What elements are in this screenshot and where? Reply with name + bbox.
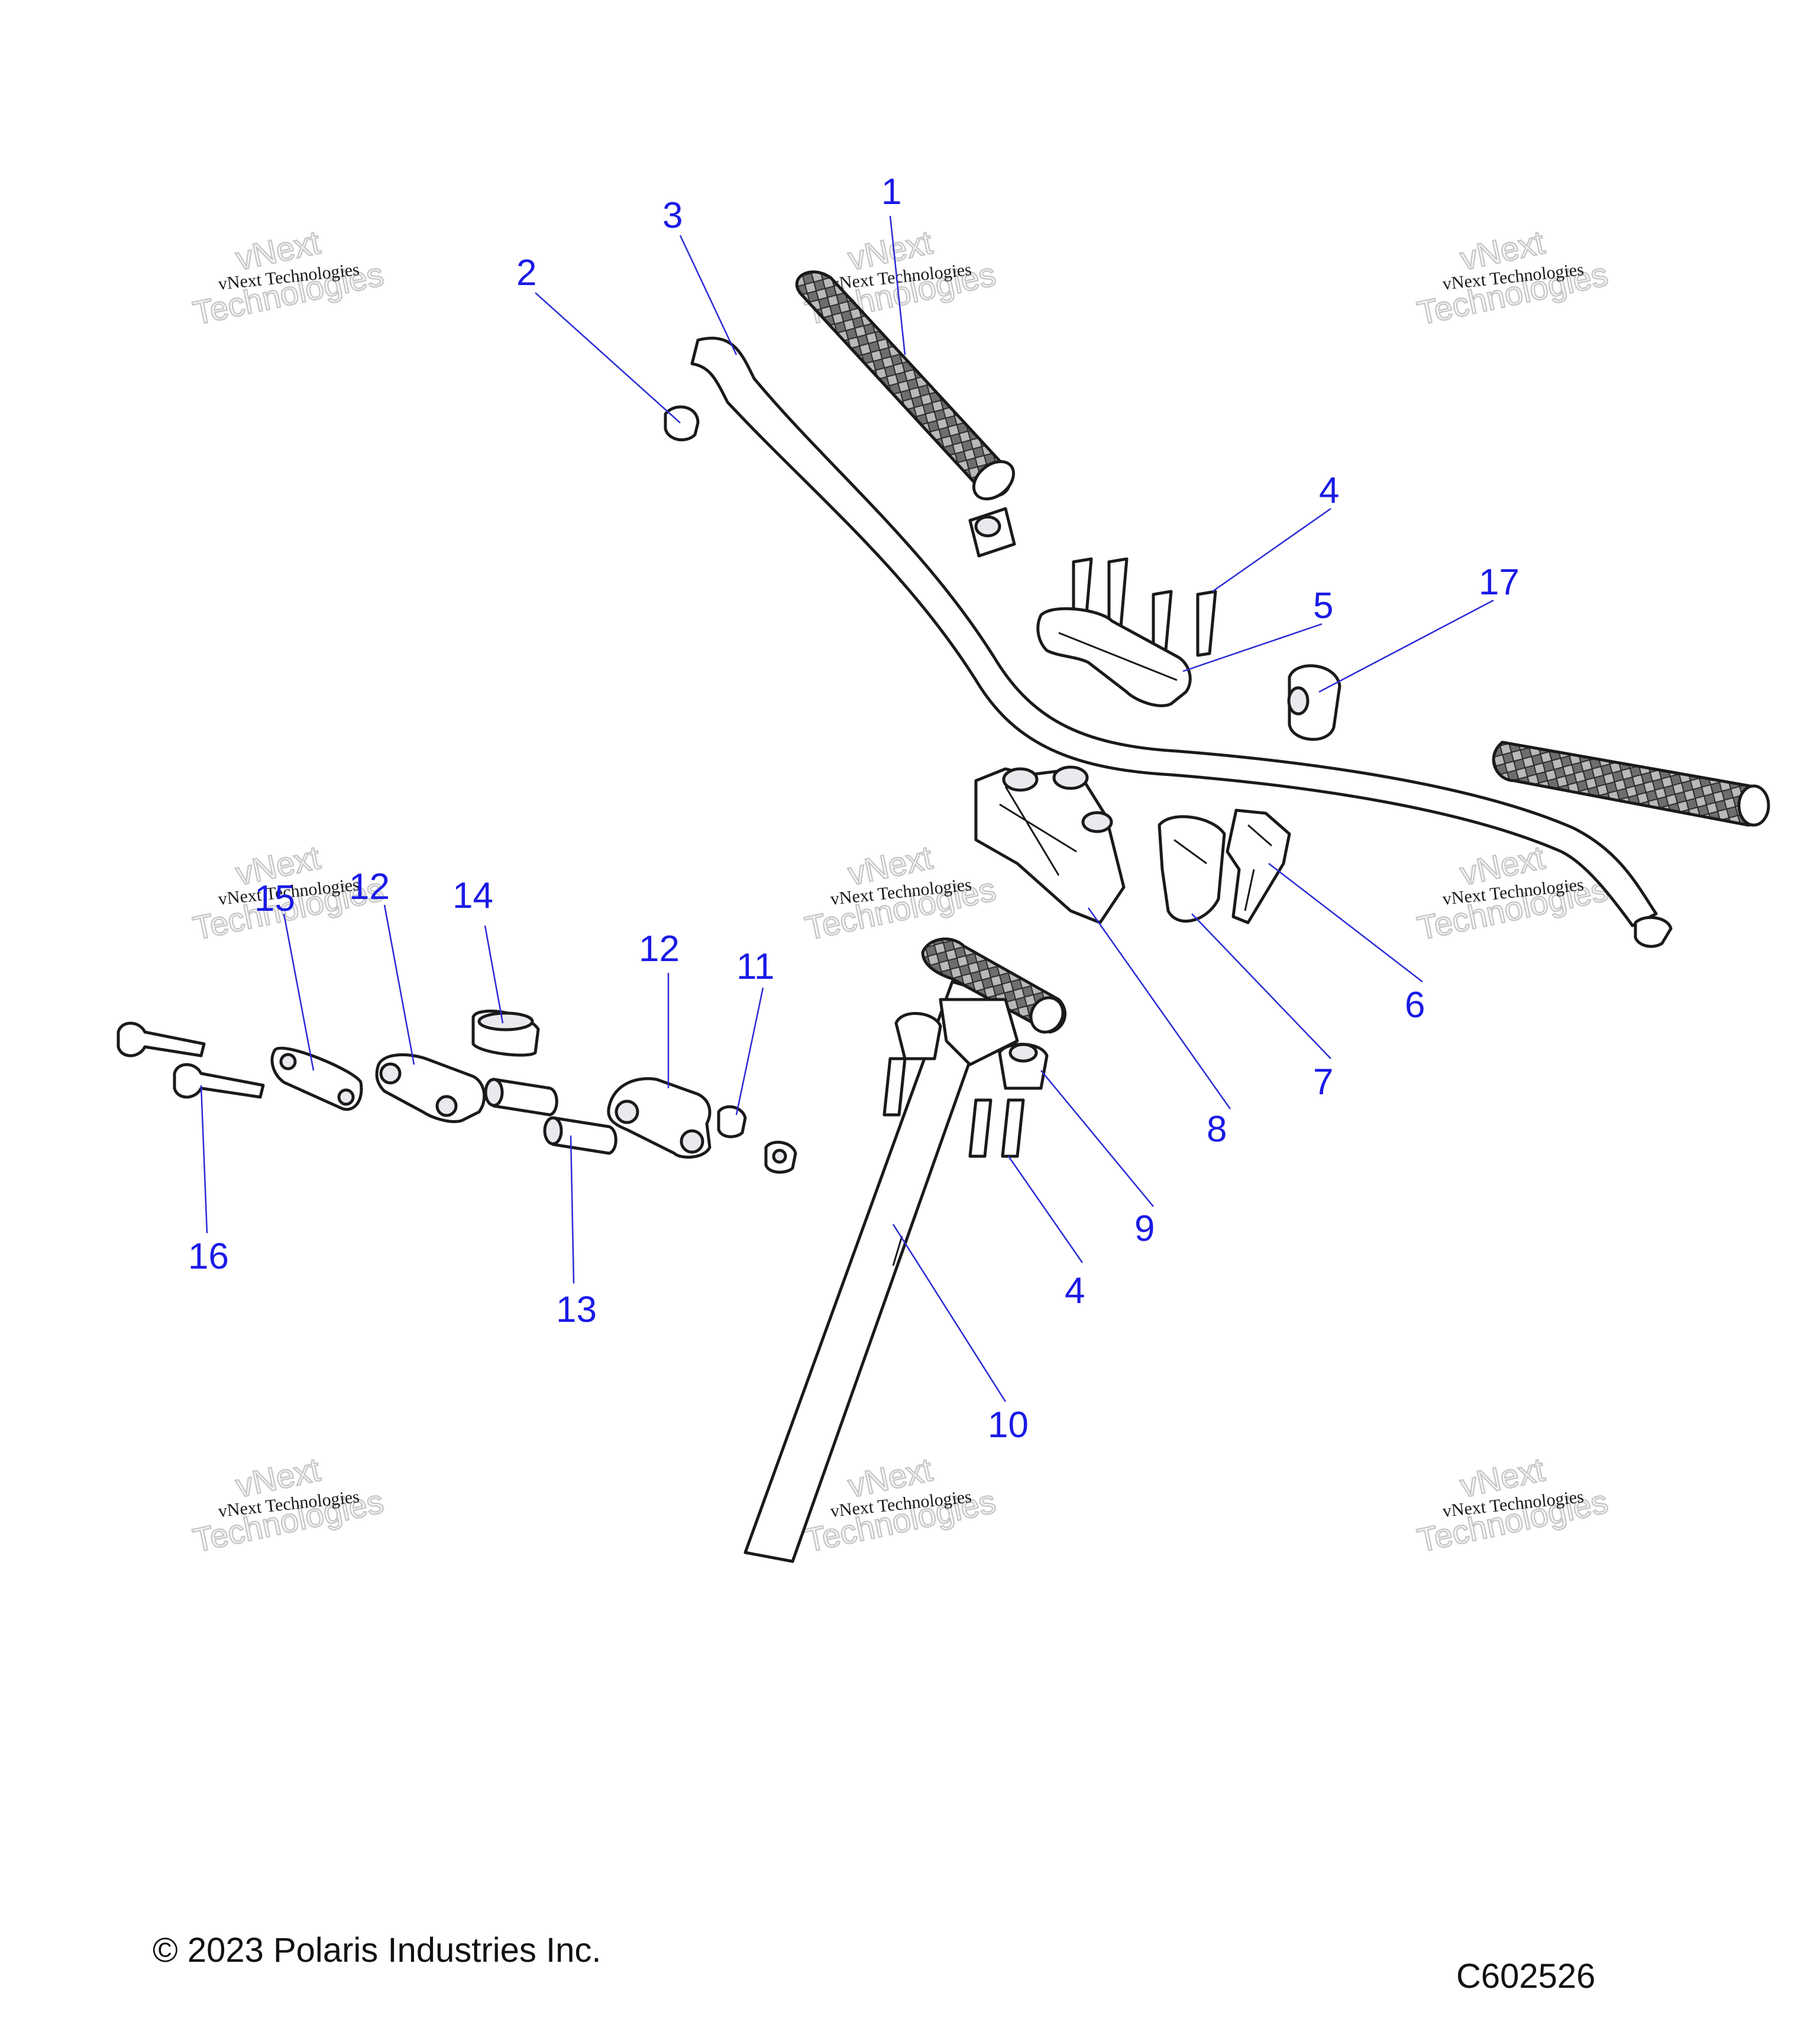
callout-2: 2 — [516, 253, 536, 293]
left-grip-part — [795, 270, 1016, 501]
callout-6: 6 — [1405, 985, 1425, 1026]
clamp-block-12-right-part — [607, 1077, 712, 1159]
watermark-bottom-right: vNext Technologies vNext Technologies — [1414, 1450, 1612, 1560]
callout-13: 13 — [556, 1289, 597, 1330]
callout-12-left: 12 — [349, 866, 390, 907]
clamp-block-12-left-part — [375, 1053, 486, 1123]
callout-15: 15 — [254, 878, 295, 919]
bottom-bolts-part — [882, 1057, 1025, 1158]
left-grip-clamp-ring-part — [968, 507, 1016, 558]
bushing-14-part — [471, 1010, 540, 1057]
callout-5: 5 — [1313, 586, 1333, 626]
watermark-middle-center: vNext Technologies vNext Technologies — [801, 837, 1000, 947]
end-plug-left-part — [664, 405, 700, 442]
callout-4-bottom: 4 — [1065, 1270, 1085, 1311]
leader-lines — [200, 215, 1494, 1402]
callout-16: 16 — [188, 1236, 229, 1277]
callout-4-top: 4 — [1319, 470, 1339, 511]
lower-clamp-9-part — [894, 1012, 1049, 1090]
watermark-top-left: vNext Technologies vNext Technologies — [189, 222, 387, 332]
riser-bracket-part — [974, 765, 1126, 924]
steering-post-part — [743, 937, 1067, 1563]
callout-3: 3 — [662, 195, 683, 236]
callout-numbers: 1 2 3 4 4 5 6 7 8 9 10 11 12 12 13 14 15… — [188, 172, 1519, 1445]
top-bolts-part — [1072, 557, 1217, 659]
spacer-13-part — [484, 1078, 617, 1155]
diagram-code: C602526 — [1456, 1957, 1595, 1996]
clamp-half-6-part — [1226, 808, 1291, 924]
handlebar-part — [690, 337, 1658, 927]
copyright-text: © 2023 Polaris Industries Inc. — [153, 1931, 601, 1969]
callout-9: 9 — [1134, 1208, 1155, 1249]
callout-14: 14 — [452, 875, 493, 916]
nut-11-part — [717, 1105, 797, 1174]
callout-1: 1 — [881, 172, 901, 212]
long-bolts-16-part — [117, 1021, 265, 1099]
right-grip-part — [1492, 740, 1770, 827]
callout-12-right: 12 — [639, 929, 680, 969]
upper-clamp-part — [1036, 607, 1192, 707]
plate-15-part — [270, 1046, 363, 1111]
callout-7: 7 — [1313, 1062, 1333, 1102]
callout-10: 10 — [988, 1405, 1029, 1445]
watermark-top-right: vNext Technologies vNext Technologies — [1414, 222, 1612, 332]
callout-11: 11 — [736, 946, 774, 987]
callout-17: 17 — [1479, 562, 1519, 603]
right-clamp-ring-part — [1287, 664, 1341, 741]
end-plug-right-part — [1634, 916, 1673, 948]
callout-8: 8 — [1207, 1109, 1227, 1150]
watermark-bottom-left: vNext Technologies vNext Technologies — [189, 1450, 387, 1560]
clamp-half-7-part — [1158, 815, 1226, 923]
